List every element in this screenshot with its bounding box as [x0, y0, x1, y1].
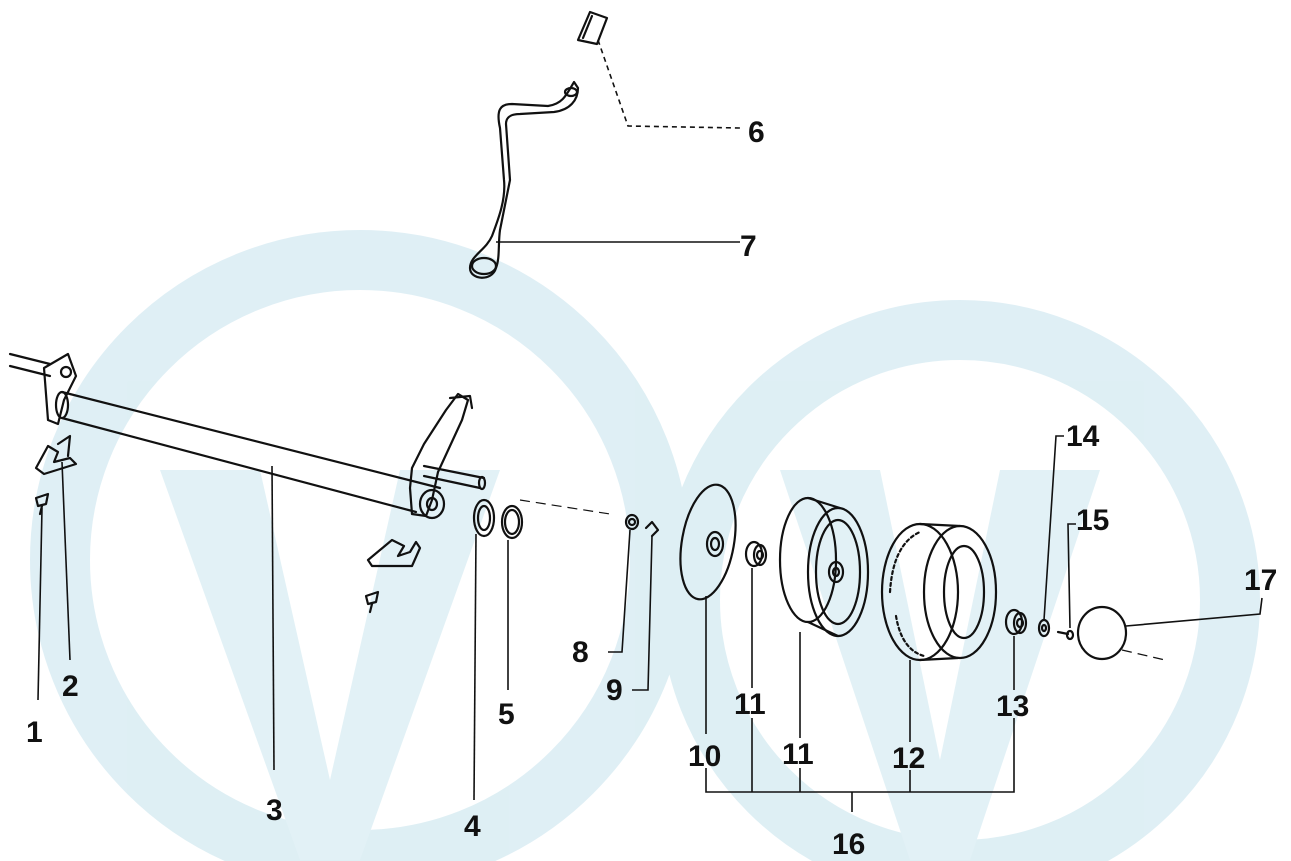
part-wheel-rim [778, 496, 870, 638]
callout-1: 1 [26, 716, 43, 749]
part-screw-15 [1056, 629, 1075, 641]
part-bracket-middle [366, 538, 422, 568]
part-pivot-plate [408, 392, 487, 520]
part-washer [472, 498, 496, 538]
callout-4: 4 [464, 810, 481, 843]
part-tire [880, 522, 998, 662]
callout-5: 5 [498, 698, 515, 731]
part-retaining-ring [500, 504, 524, 540]
callout-12: 11 [782, 738, 814, 771]
part-pin-9 [644, 520, 660, 538]
callout-9: 9 [606, 674, 623, 707]
leader-lines [37, 39, 1263, 812]
callout-2: 2 [62, 670, 79, 703]
callout-6: 6 [748, 116, 765, 149]
callout-11-right: 13 [996, 690, 1029, 723]
part-bearing-right [1004, 608, 1028, 636]
part-wheel-disc [679, 483, 737, 601]
callout-17: 17 [1244, 564, 1277, 597]
callout-13: 12 [892, 742, 925, 775]
callout-8: 8 [572, 636, 589, 669]
part-hub-cap [1076, 605, 1128, 661]
part-pin-8 [624, 513, 640, 531]
part-lever [468, 80, 580, 279]
callout-11-left: 11 [734, 688, 766, 721]
part-screw-left [34, 492, 50, 516]
callout-3: 3 [266, 794, 283, 827]
part-bracket-left [34, 434, 78, 476]
callout-7: 7 [740, 230, 757, 263]
part-axle-tube [8, 352, 442, 514]
watermark-logo [30, 230, 1260, 861]
callout-15: 15 [1076, 504, 1109, 537]
callout-labels: 1 2 3 4 5 6 7 8 9 10 11 11 12 13 14 15 1… [26, 116, 1277, 861]
axis-centerline [519, 499, 611, 515]
callout-16: 16 [832, 828, 865, 861]
callout-14: 14 [1066, 420, 1100, 453]
part-clip [576, 10, 609, 46]
callout-10: 10 [688, 740, 721, 773]
axis-centerline-right [1121, 649, 1166, 661]
part-bearing-left [744, 540, 768, 568]
part-screw-middle [364, 590, 380, 614]
